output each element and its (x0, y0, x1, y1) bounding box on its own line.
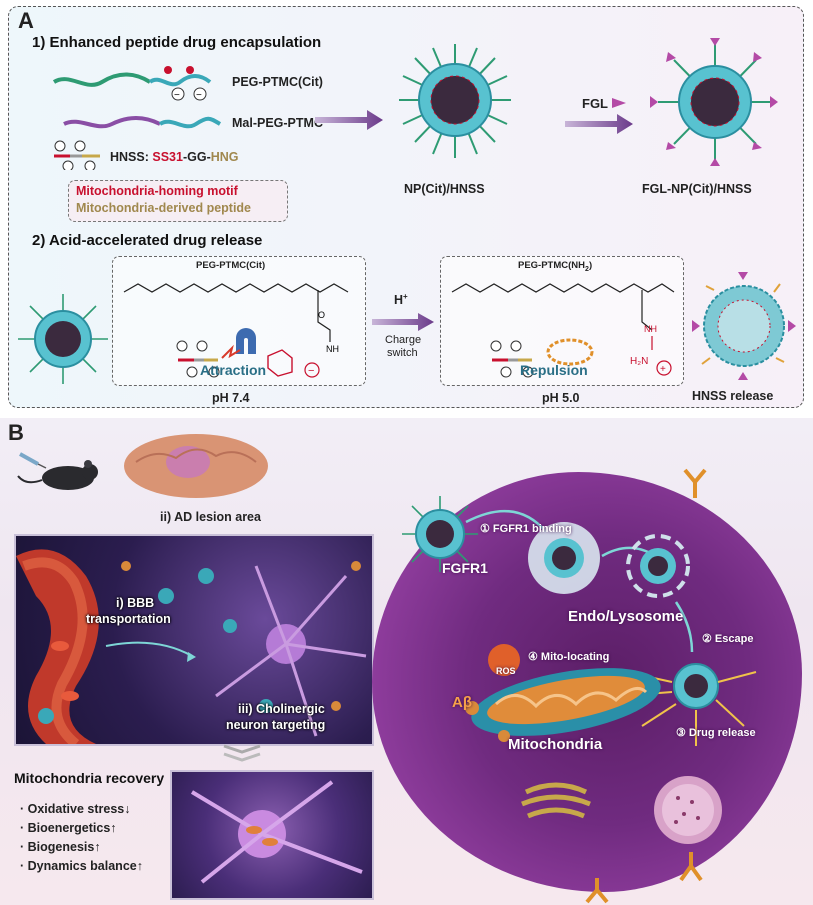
ph74-label: pH 7.4 (212, 391, 250, 405)
charge-switch-2: switch (387, 347, 418, 359)
panel-b-letter: B (8, 420, 24, 445)
cell-graphics (402, 496, 757, 844)
nanoparticle-np-cit (399, 44, 511, 158)
panel-a-letter: A (18, 8, 34, 33)
arrow-to-np (315, 110, 383, 130)
step1-label: ① FGFR1 binding (480, 523, 572, 535)
np1-label: NP(Cit)/HNSS (404, 182, 485, 196)
ad-lesion-label: ii) AD lesion area (160, 510, 261, 524)
abeta-label: Aβ (452, 694, 472, 711)
brain-icon (124, 434, 268, 498)
attraction-label: Attraction (200, 362, 267, 378)
mouse-icon (17, 452, 98, 490)
neuron-label-2: neuron targeting (226, 718, 326, 732)
nanoparticle-fgl-np (650, 38, 778, 166)
ph50-label: pH 5.0 (542, 391, 580, 405)
fgfr1-label: FGFR1 (442, 560, 488, 576)
svg-text:H₂N: H₂N (630, 356, 648, 367)
bbb-scene (14, 534, 374, 746)
recovery-item: · Bioenergetics↑ (20, 821, 117, 835)
mito-label: Mitochondria (508, 736, 603, 753)
polymer2-label: Mal-PEG-PTMC (232, 116, 323, 130)
fgl-label: FGL (582, 96, 608, 111)
neuron-recovery-scene (170, 770, 374, 900)
motif-line1: Mitochondria-homing motif (76, 184, 238, 198)
motif-box (68, 180, 288, 222)
step2-label: ② Escape (702, 633, 754, 645)
release-label: HNSS release (692, 389, 774, 403)
chem-right-title: PEG-PTMC(NH2) (518, 260, 593, 273)
svg-text:+: + (660, 364, 666, 375)
polymer-legend-graphics: − − (52, 66, 222, 170)
charge-switch-arrow (372, 313, 434, 331)
chem-structure-left: O NH − (123, 283, 349, 378)
bbb-label-1: i) BBB (116, 596, 155, 610)
bbb-scene-graphics (16, 549, 367, 744)
chem-structure-right: NH H₂N + (451, 283, 675, 378)
recovery-item: · Biogenesis↑ (20, 840, 101, 854)
svg-text:O: O (318, 310, 325, 320)
chem-box-right (440, 256, 684, 386)
down-chevron-icon (223, 744, 261, 762)
section2-title: 2) Acid-accelerated drug release (32, 232, 263, 249)
hnss-label: HNSS: SS31-GG-HNG (110, 150, 239, 164)
step4-label: ④ Mito-locating (528, 651, 610, 663)
charge-switch-1: Charge (385, 334, 422, 346)
repulsion-label: Repulsion (520, 362, 588, 378)
recovery-title: Mitochondria recovery (14, 770, 165, 786)
receptor-icon (679, 852, 703, 882)
nanoparticle-small-left (18, 294, 108, 384)
step3-label: ③ Drug release (676, 727, 756, 739)
chem-box-left (112, 256, 366, 386)
nanoparticle-release (692, 272, 796, 380)
polymer1-label: PEG-PTMC(Cit) (232, 75, 323, 89)
recovery-list: · Oxidative stress↓ · Bioenergetics↑ · B… (20, 800, 143, 876)
arrow-to-fgl-np (565, 114, 633, 134)
ros-label: ROS (496, 666, 516, 676)
motif-line2: Mitochondria-derived peptide (76, 201, 252, 215)
chem-left-title: PEG-PTMC(Cit) (196, 260, 266, 271)
bbb-label-2: transportation (86, 612, 171, 626)
svg-text:−: − (308, 365, 314, 377)
recovery-item: · Oxidative stress↓ (20, 802, 131, 816)
endo-label: Endo/Lysosome (568, 608, 684, 625)
neuron-recovery-graphics (190, 780, 363, 884)
svg-text:−: − (174, 90, 180, 101)
np2-label: FGL-NP(Cit)/HNSS (642, 182, 752, 196)
svg-text:−: − (196, 90, 202, 101)
svg-text:NH: NH (644, 324, 657, 334)
receptor-icon (683, 468, 707, 498)
section1-title: 1) Enhanced peptide drug encapsulation (32, 34, 322, 51)
svg-text:NH: NH (326, 344, 339, 354)
neuron-label-1: iii) Cholinergic (238, 702, 325, 716)
hplus-label: H+ (394, 292, 408, 308)
recovery-item: · Dynamics balance↑ (20, 859, 143, 873)
fgl-triangle-icon (612, 98, 626, 108)
receptor-icon (585, 878, 609, 904)
